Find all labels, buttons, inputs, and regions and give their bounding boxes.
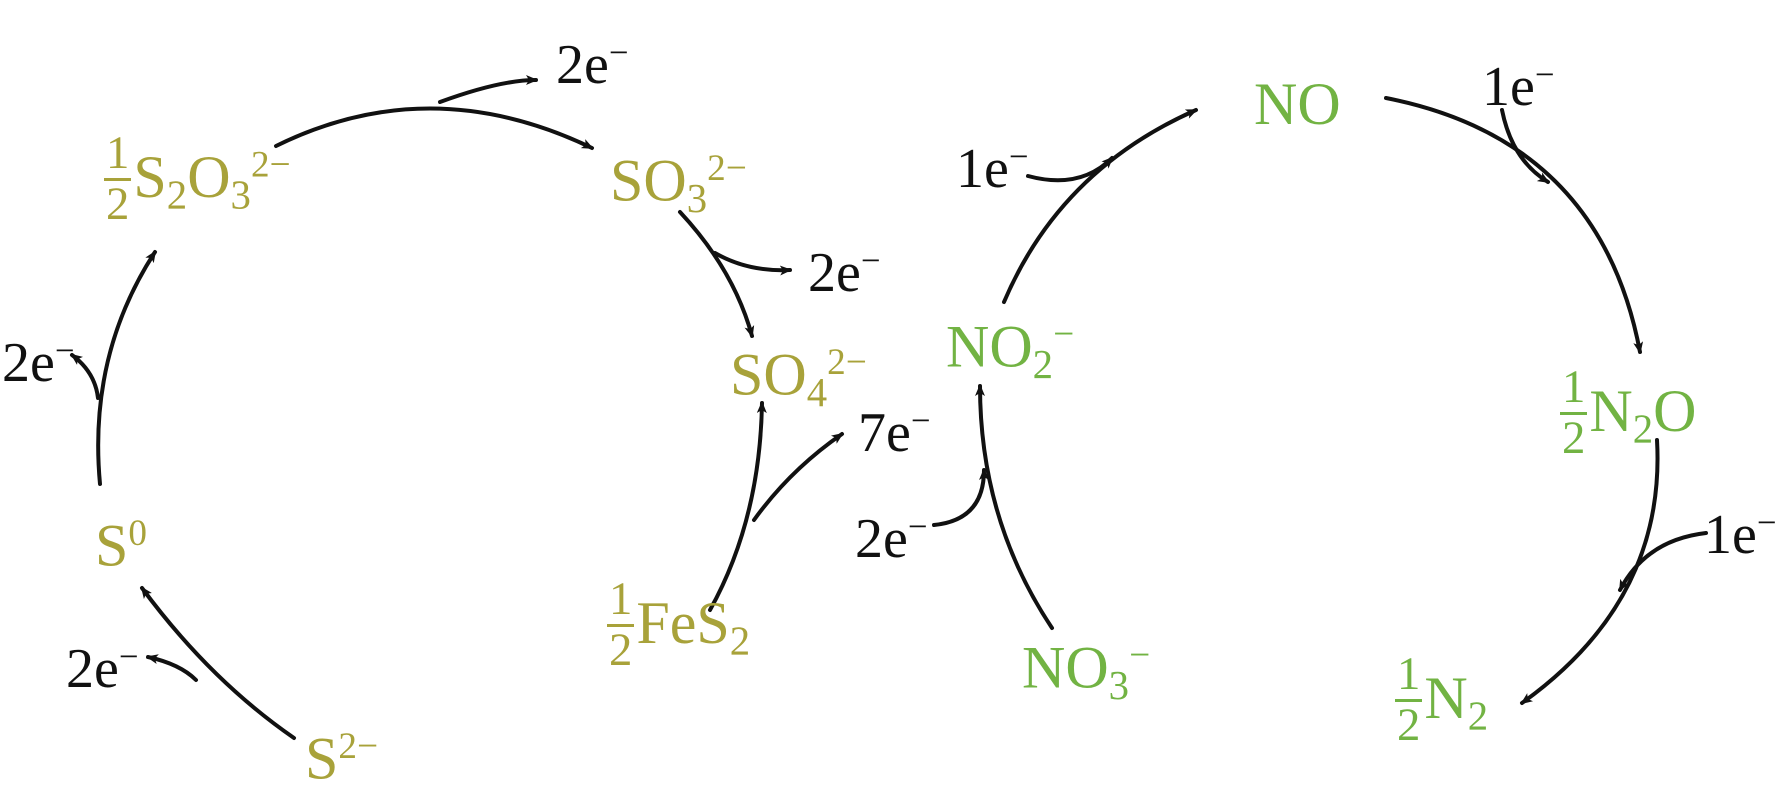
arrow-s2-to-s0 — [140, 586, 296, 740]
arrow-no-to-n2o — [1384, 96, 1644, 354]
arrow-no2-to-no — [1002, 108, 1198, 304]
species-nitrite: NO2− — [946, 313, 1075, 387]
s0-base: S — [95, 512, 129, 579]
arrow-so3-to-so4 — [678, 210, 755, 338]
electron-label-n2o-n2: 1e− — [1704, 503, 1777, 567]
electron-label-no-n2o: 1e− — [1482, 55, 1555, 119]
species-nitric-oxide: NO — [1254, 71, 1341, 137]
electron-label-s0-s2o3: 2e− — [2, 331, 75, 395]
arrow-electron-no-n2o — [1500, 108, 1550, 184]
arrow-n2o-to-n2 — [1520, 438, 1660, 705]
arrow-no3-to-no2 — [975, 384, 1054, 630]
arrow-electron-s2o3-so3 — [438, 75, 538, 104]
arrow-electron-s2-s0 — [146, 654, 198, 682]
species-sulfite: SO32− — [610, 147, 747, 221]
s0-oxidation-state: 0 — [128, 513, 147, 554]
electron-label-s2o3-so3: 2e− — [556, 33, 629, 97]
arrow-electron-s0-s2o3 — [70, 353, 100, 400]
species-sulfide: S2− — [305, 725, 378, 792]
sulfide-charge: 2− — [338, 726, 378, 767]
electron-label-fes2-so4: 7e− — [858, 401, 931, 465]
electron-label-so3-so4: 2e− — [808, 241, 881, 305]
electron-label-no2-no: 1e− — [956, 137, 1029, 201]
arrow-electron-no2-no — [1026, 156, 1114, 183]
electron-label-s2-s0: 2e− — [66, 637, 139, 701]
arrow-fes2-to-so4 — [708, 401, 767, 612]
species-elemental-sulfur: S0 — [95, 512, 147, 579]
arrow-electron-no3-no2 — [932, 468, 989, 527]
sulfide-base: S — [305, 725, 339, 792]
arrow-s2o3-to-so3 — [274, 106, 594, 150]
arrow-electron-fes2-so4 — [752, 432, 844, 522]
species-nitrate: NO3− — [1022, 634, 1151, 708]
arrow-s0-to-s2o3 — [96, 250, 157, 486]
arrow-electron-n2o-n2 — [1618, 531, 1708, 592]
species-sulfate: SO42− — [730, 341, 867, 415]
electron-label-no3-no2: 2e− — [855, 507, 928, 571]
arrow-electron-so3-so4 — [713, 251, 792, 276]
